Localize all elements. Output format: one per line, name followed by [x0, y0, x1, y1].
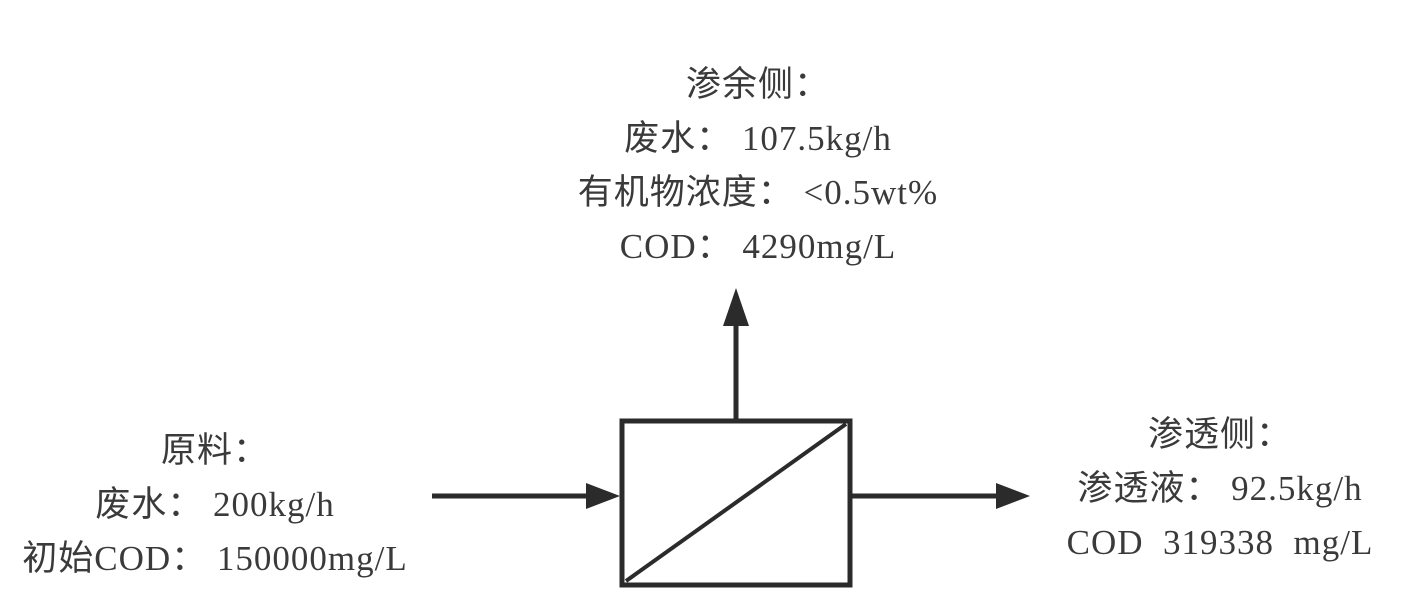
- feed-initial-cod: 初始COD： 150000mg/L: [22, 539, 408, 578]
- retentate-arrow-head: [723, 288, 749, 326]
- permeate-flow: 渗透液： 92.5kg/h: [1077, 469, 1363, 508]
- permeate-label-block: 渗透侧： 渗透液： 92.5kg/h COD 319338 mg/L: [1040, 408, 1400, 570]
- feed-flow: 废水： 200kg/h: [95, 485, 335, 524]
- retentate-flow: 废水： 107.5kg/h: [624, 119, 892, 158]
- permeate-title: 渗透侧：: [1147, 415, 1292, 454]
- membrane-diagonal-line: [624, 422, 848, 583]
- retentate-title: 渗余侧：: [685, 65, 830, 104]
- retentate-label-block: 渗余侧： 废水： 107.5kg/h 有机物浓度： <0.5wt% COD： 4…: [488, 58, 1028, 274]
- permeate-cod: COD 319338 mg/L: [1066, 523, 1374, 562]
- permeate-arrow-head: [996, 483, 1030, 509]
- retentate-cod: COD： 4290mg/L: [619, 227, 897, 266]
- retentate-organic-concentration: 有机物浓度： <0.5wt%: [577, 173, 939, 212]
- feed-title: 原料：: [160, 431, 269, 470]
- feed-arrow-head: [586, 483, 620, 509]
- feed-label-block: 原料： 废水： 200kg/h 初始COD： 150000mg/L: [0, 424, 430, 586]
